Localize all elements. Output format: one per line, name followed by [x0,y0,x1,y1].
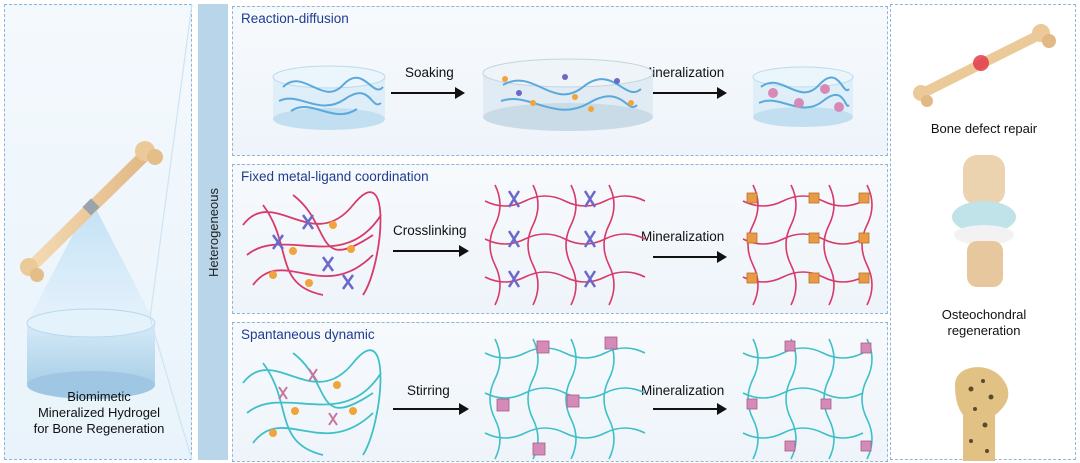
crosslinks-pink [278,368,338,426]
particles-orange [269,381,357,437]
metal-ions [269,221,355,287]
row-2-illustration [242,184,873,306]
knee-joint-icon [952,155,1016,287]
app-2-line-2: regeneration [947,323,1021,338]
row-1-step-1: Soaking [405,65,454,80]
app-2-caption: Osteochondral regeneration [891,307,1077,339]
row-dynamic: Spantaneous dynamic Stirring Mineralizat… [232,322,888,462]
left-caption: Biomimetic Mineralized Hydrogel for Bone… [5,389,193,437]
heterogeneous-label-wrap: Heterogeneous [198,4,228,460]
caption-line-3: for Bone Regeneration [33,421,165,436]
femur-icon [955,367,1009,461]
applications-illustration [913,24,1056,461]
tangled-network-cyan [242,349,382,456]
ordered-network-2 [742,184,873,306]
left-panel: Biomimetic Mineralized Hydrogel for Bone… [4,4,192,460]
row-3-illustration [242,336,873,460]
app-2-line-1: Osteochondral [941,307,1027,322]
row-3-step-1: Stirring [407,383,450,398]
tangled-network [242,191,382,296]
row-1-title: Reaction-diffusion [241,11,349,26]
row-3-title: Spantaneous dynamic [241,327,375,342]
row-metal-ligand: Fixed metal-ligand coordination Crosslin… [232,164,888,314]
right-panel: Bone defect repair Osteochondral regener… [890,4,1077,461]
mineral-cubes [746,192,870,284]
light-beam [27,207,155,323]
hydrogel-disc-1 [272,65,386,130]
row-2-title: Fixed metal-ligand coordination [241,169,429,184]
bone-defect-icon [913,24,1056,107]
dynamic-network-2 [742,338,873,460]
row-3-step-2: Mineralization [641,383,725,398]
ligand-crosses [271,214,355,290]
bone-hydrogel-illustration [20,141,163,399]
heterogeneous-label: Heterogeneous [205,187,221,277]
hydrogel-disc [26,308,156,399]
row-2-step-2: Mineralization [641,229,725,244]
arrow-icon [391,87,465,99]
mineralized-disc-1 [752,66,854,127]
ligand-crosses-ordered [507,190,597,288]
arrow-icon [653,87,727,99]
arrow-icon [653,403,727,415]
heterogeneous-bar [198,4,228,460]
mineral-cubes-pink-1 [496,336,618,456]
row-1-step-2: Mineralization [641,65,725,80]
row-2-step-1: Crosslinking [393,223,467,238]
caption-line-1: Biomimetic [67,389,131,404]
mineral-cubes-pink-2 [746,340,872,452]
arrow-icon [393,403,469,415]
arrow-icon [653,251,727,263]
soaking-dish [482,58,654,131]
caption-line-2: Mineralized Hydrogel [37,405,161,420]
row-1-illustration [272,58,854,131]
arrow-icon [393,245,469,257]
row-reaction-diffusion: Reaction-diffusion Soaking Mineralizatio… [232,6,888,156]
app-1-caption: Bone defect repair [930,121,1038,136]
